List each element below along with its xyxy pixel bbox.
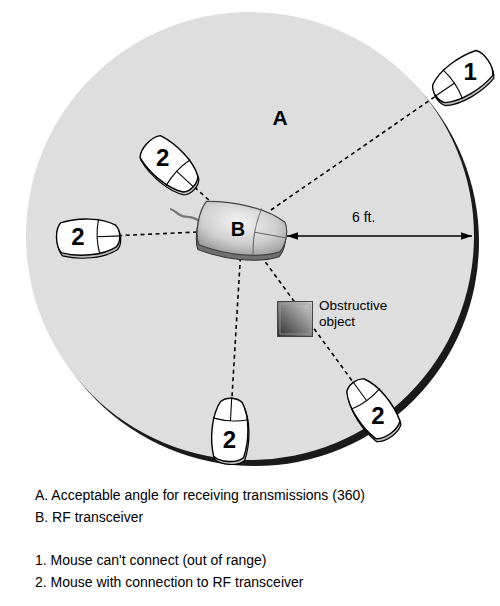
object-label: Obstructive object — [319, 298, 405, 330]
signal-path — [231, 250, 240, 408]
area-letter: A — [265, 105, 295, 131]
wireless-mouse: 2 — [148, 143, 192, 187]
signal-path — [257, 250, 356, 386]
callout-number: 2 — [148, 143, 178, 173]
callout-number: 2 — [214, 425, 244, 455]
reception-area: 2B2Obstructive object22A — [26, 12, 474, 460]
signal-path — [271, 93, 440, 210]
wireless-mouse: 2 — [208, 408, 252, 452]
dimension-label: 6 ft. — [352, 209, 375, 225]
area-fill — [26, 12, 474, 460]
legend-note: 2. Mouse with connection to RF transceiv… — [35, 574, 303, 590]
signal-path — [192, 185, 220, 210]
obstructive-object: Obstructive object — [277, 301, 313, 337]
mouse-body — [56, 218, 120, 256]
mouse-body — [426, 45, 499, 110]
wireless-mouse: 2 — [350, 386, 394, 430]
rf-transceiver: B — [212, 210, 272, 250]
mouse-buttons — [425, 68, 464, 110]
signal-path — [110, 231, 212, 236]
mouse-drawing — [440, 56, 484, 100]
legend-note: B. RF transceiver — [35, 509, 143, 525]
object-bevel — [280, 304, 310, 334]
wireless-mouse: 1 — [440, 56, 484, 100]
callout-number: 2 — [363, 401, 393, 431]
mouse-drawing — [148, 143, 192, 187]
callout-number: 2 — [63, 222, 93, 252]
wireless-mouse: 2 — [66, 215, 110, 259]
callout-letter: B — [223, 216, 253, 242]
legend-note: 1. Mouse can't connect (out of range) — [35, 552, 266, 568]
object-block — [278, 302, 313, 337]
callout-number: 1 — [455, 57, 485, 87]
object-drawing — [277, 301, 313, 337]
legend-note: A. Acceptable angle for receiving transm… — [35, 487, 365, 503]
